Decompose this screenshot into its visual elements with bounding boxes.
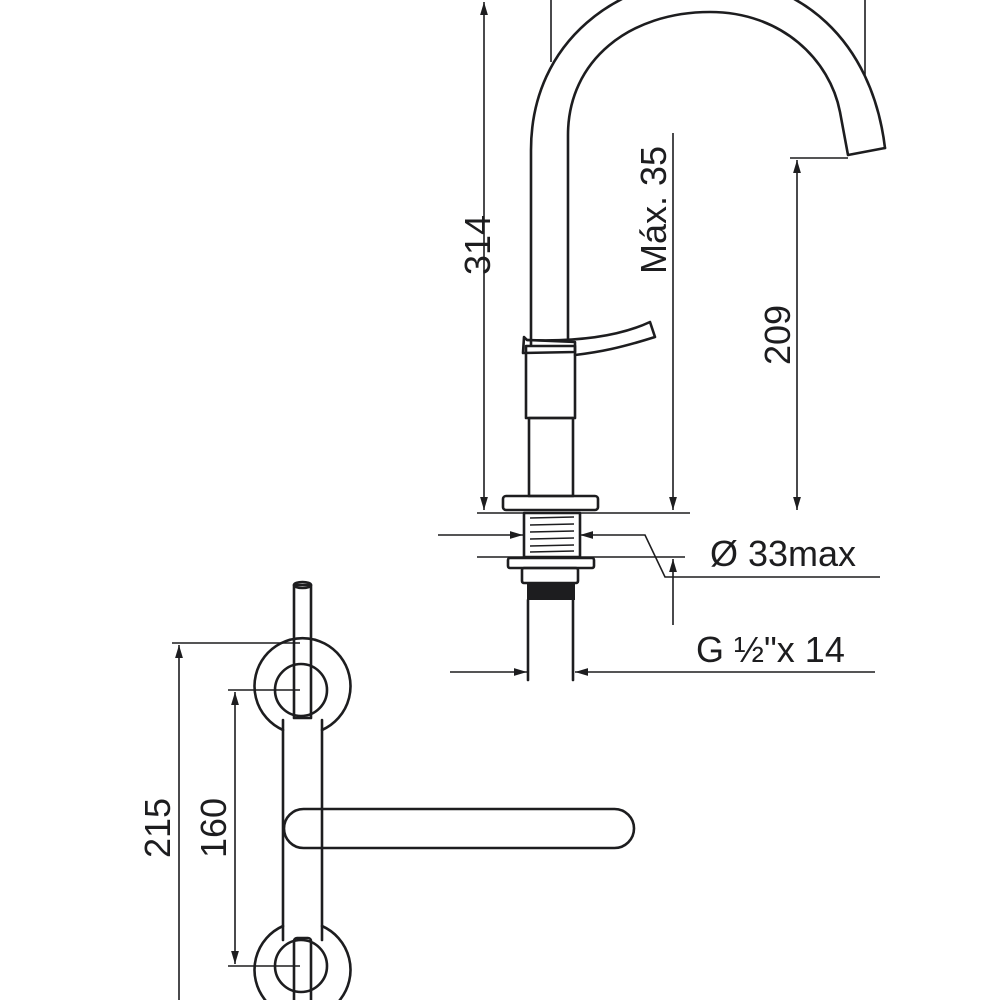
cartridge-body	[524, 344, 577, 420]
dim-label-209: 209	[757, 305, 798, 365]
top-rod	[292, 583, 313, 720]
handle-bar	[282, 807, 636, 850]
top-rod-end	[292, 580, 313, 590]
top-view-dimensions: 215 160	[137, 642, 300, 1000]
dim-label-215: 215	[137, 798, 178, 858]
bottom-rod	[292, 936, 313, 1000]
rosette-top	[253, 636, 352, 732]
dim-label-max35: Máx. 35	[633, 146, 674, 274]
rosette-bottom	[253, 924, 352, 1000]
dim-label-diameter: Ø 33max	[710, 533, 856, 574]
spout-outer	[529, 0, 887, 347]
spout-inner	[566, 10, 887, 340]
dim-leader-33	[580, 531, 880, 578]
faucet-top-view	[253, 580, 636, 1000]
thread-hatch	[529, 516, 575, 553]
side-dimensions: 314 Máx. 35 209 Ø 33max G ½"x 14	[438, 0, 880, 676]
dim-label-connection: G ½"x 14	[696, 629, 845, 670]
lower-stem	[527, 416, 575, 498]
dim-label-314: 314	[457, 215, 498, 275]
base-flange	[501, 494, 600, 512]
connection-thread	[527, 583, 575, 600]
nut-flange	[506, 556, 596, 570]
faucet-side-view	[501, 0, 887, 682]
nut	[520, 566, 580, 585]
lever-handle	[525, 320, 657, 357]
dim-label-160: 160	[193, 798, 234, 858]
